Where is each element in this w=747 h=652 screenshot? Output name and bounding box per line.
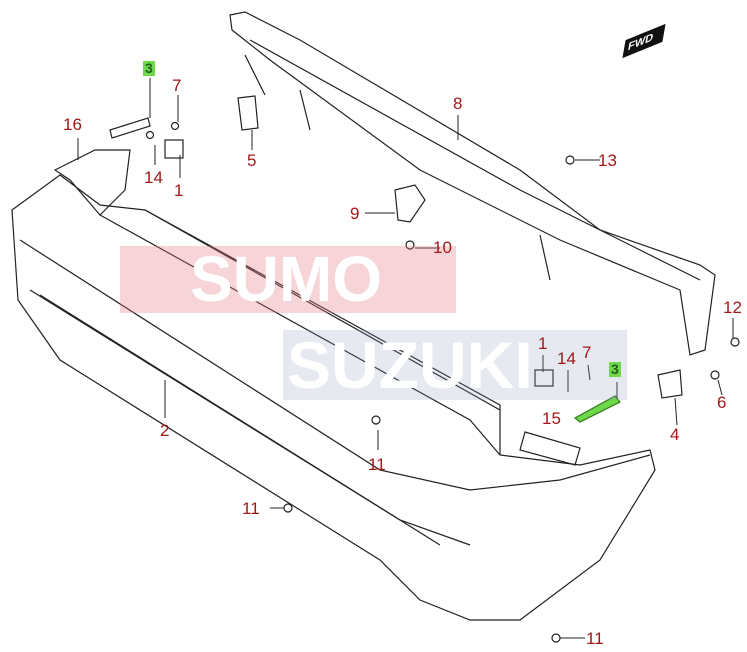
callout-16[interactable]: 16 bbox=[63, 115, 82, 134]
watermark-sumo-background bbox=[120, 246, 456, 313]
callout-11-bottom[interactable]: 11 bbox=[586, 629, 604, 648]
callout-11-lower[interactable]: 11 bbox=[242, 499, 260, 518]
callout-1[interactable]: 1 bbox=[174, 181, 184, 200]
rear-bumper-part-2 bbox=[11, 174, 656, 621]
callout-8[interactable]: 8 bbox=[453, 94, 463, 113]
callout-7-right[interactable]: 7 bbox=[582, 343, 592, 362]
reinforcement-part-8 bbox=[229, 11, 716, 356]
callout-2[interactable]: 2 bbox=[160, 421, 170, 440]
callout-11[interactable]: 11 bbox=[368, 455, 386, 474]
screw-part-7 bbox=[170, 121, 180, 131]
screw-part-14 bbox=[145, 130, 155, 140]
retainer-part-9 bbox=[394, 184, 426, 223]
callout-14[interactable]: 14 bbox=[144, 168, 163, 187]
callout-6[interactable]: 6 bbox=[717, 393, 727, 412]
callout-3-right[interactable]: 3 bbox=[609, 361, 621, 377]
callout-12[interactable]: 12 bbox=[723, 298, 742, 317]
screw-part-12 bbox=[730, 337, 740, 347]
bolt-part-11-bottom bbox=[551, 633, 561, 643]
bolt-part-11-lower bbox=[283, 503, 293, 513]
callout-15[interactable]: 15 bbox=[542, 409, 561, 428]
bolt-part-10 bbox=[405, 240, 415, 250]
clip-part-1-right bbox=[534, 369, 554, 387]
callout-13[interactable]: 13 bbox=[598, 151, 617, 170]
callout-5[interactable]: 5 bbox=[247, 151, 257, 170]
bracket-part-4 bbox=[657, 369, 683, 399]
callout-10[interactable]: 10 bbox=[433, 238, 452, 257]
callout-14-right[interactable]: 14 bbox=[557, 349, 576, 368]
clip-part-1 bbox=[164, 139, 184, 159]
watermark-suzuki-background bbox=[283, 330, 627, 400]
bracket-part-3-right bbox=[573, 395, 621, 423]
callout-1-right[interactable]: 1 bbox=[538, 334, 548, 353]
callout-3[interactable]: 3 bbox=[143, 60, 155, 76]
bracket-part-3 bbox=[109, 117, 151, 139]
watermark-suzuki: SUZUKI bbox=[287, 328, 533, 402]
callout-9[interactable]: 9 bbox=[350, 204, 360, 223]
bracket-part-5 bbox=[237, 95, 259, 131]
callout-7[interactable]: 7 bbox=[172, 76, 182, 95]
screw-part-6 bbox=[710, 370, 720, 380]
pad-part-15 bbox=[519, 431, 581, 466]
bolt-part-11 bbox=[371, 415, 381, 425]
watermark-sumo: SUMO bbox=[190, 243, 382, 315]
screw-part-13 bbox=[565, 155, 575, 165]
bracket-part-16 bbox=[53, 149, 131, 216]
callout-4[interactable]: 4 bbox=[670, 425, 680, 444]
